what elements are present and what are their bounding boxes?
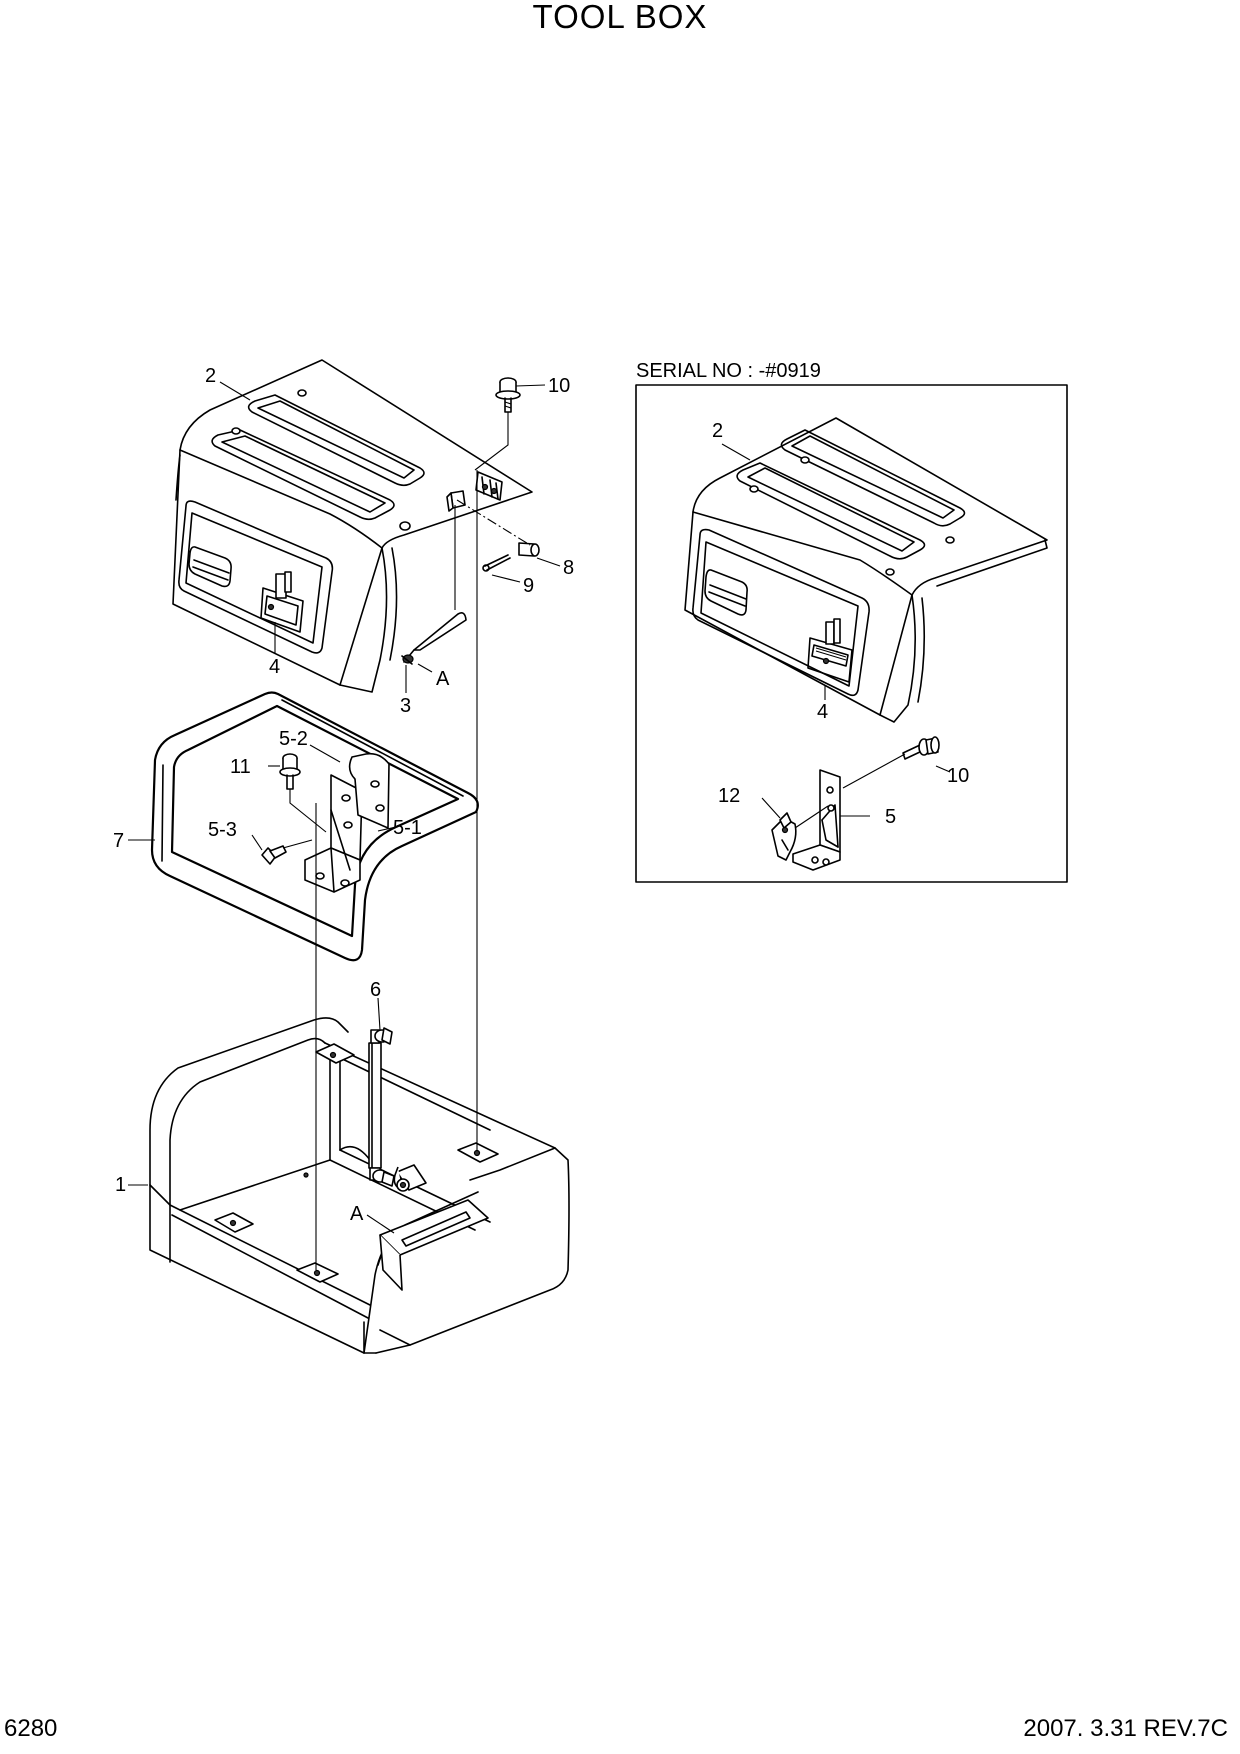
cotter-pin-9 (482, 554, 511, 572)
gas-spring-6 (368, 1027, 410, 1192)
callout-a-top: A (436, 668, 450, 690)
revision-label: 2007. 3.31 REV.7C (1023, 1715, 1228, 1742)
bolt-10-main (495, 377, 521, 413)
callout-3: 3 (400, 695, 411, 717)
callout-leaders (128, 381, 951, 1234)
hinge (475, 471, 503, 501)
page-title: TOOL BOX (532, 0, 708, 35)
pin-8 (518, 542, 540, 557)
box-body (149, 1017, 570, 1354)
bracket-5-2 (348, 752, 390, 829)
bracket-5-1 (304, 774, 363, 893)
callout-2: 2 (205, 365, 216, 387)
inset-cover (684, 417, 1048, 723)
page-number: 6280 (4, 1715, 58, 1742)
callout-5-3: 5-3 (208, 819, 237, 841)
inset-callout-5: 5 (885, 806, 896, 828)
inset-callout-4: 4 (817, 701, 828, 723)
bracket-5-inset (792, 769, 841, 871)
callout-7: 7 (113, 830, 124, 852)
callout-5-1: 5-1 (393, 817, 422, 839)
bolt-10-inset (902, 736, 940, 760)
callout-a-bottom: A (350, 1203, 364, 1225)
stay-lever (401, 612, 467, 665)
callout-10: 10 (548, 375, 570, 397)
callout-11: 11 (230, 756, 251, 778)
catch-12 (771, 812, 797, 861)
callout-4: 4 (269, 656, 280, 678)
callout-6: 6 (370, 979, 381, 1001)
inset-callout-2: 2 (712, 420, 723, 442)
bolt-11 (279, 753, 327, 833)
inset-callout-12: 12 (718, 785, 740, 807)
inset-callout-10: 10 (947, 765, 969, 787)
bolt-5-3 (261, 839, 313, 865)
latch-handle (260, 571, 304, 633)
callout-9: 9 (523, 575, 534, 597)
callout-labels: 2 10 8 9 4 3 A 5-2 11 7 5-3 5-1 6 1 A 2 … (113, 365, 969, 1225)
frame-assembly (150, 691, 479, 962)
callout-1: 1 (115, 1174, 126, 1196)
gas-spring-bracket (446, 490, 466, 512)
serial-number-label: SERIAL NO : -#0919 (636, 360, 821, 382)
callout-5-2: 5-2 (279, 728, 308, 750)
cover-assembly (172, 359, 540, 693)
inset-frame (635, 384, 1068, 883)
callout-8: 8 (563, 557, 574, 579)
